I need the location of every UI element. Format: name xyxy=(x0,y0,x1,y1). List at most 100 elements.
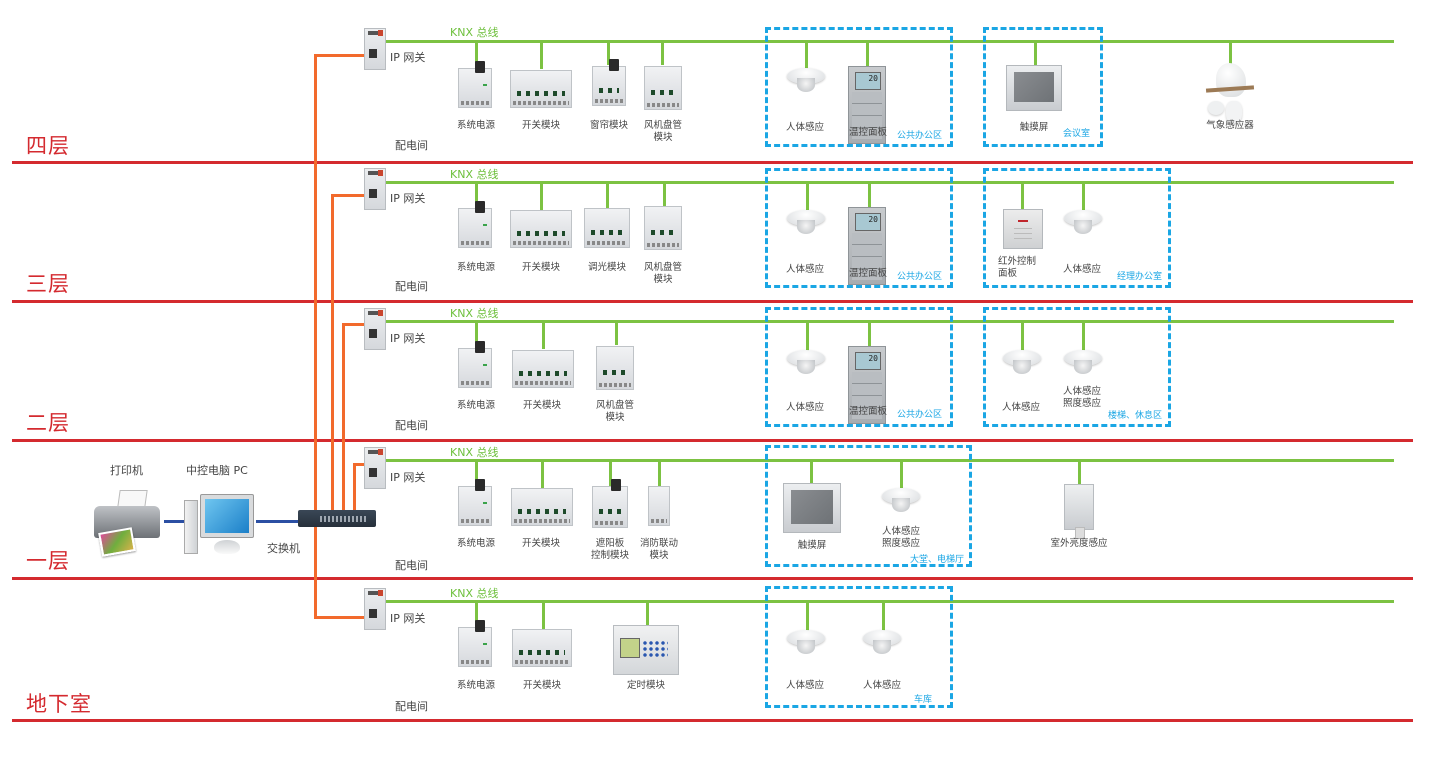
weather-station-icon[interactable] xyxy=(1202,63,1258,125)
device-label: 遮阳板 xyxy=(595,538,625,549)
bus-drop xyxy=(1229,41,1232,65)
switch-label: 交换机 xyxy=(267,542,300,555)
device-label: 系统电源 xyxy=(456,538,495,549)
thermostat-panel-icon[interactable]: 20 xyxy=(848,66,886,144)
touch-screen-icon[interactable] xyxy=(1006,65,1062,111)
motion-sensor-icon[interactable] xyxy=(1003,350,1041,378)
device-label: 窗帘模块 xyxy=(589,120,628,131)
motion-sensor-icon[interactable] xyxy=(1064,210,1102,238)
thermostat-panel-icon[interactable]: 20 xyxy=(848,346,886,424)
bus-drop xyxy=(1082,321,1085,351)
touch-screen-icon[interactable] xyxy=(783,483,841,533)
switch-actuator-icon[interactable] xyxy=(512,629,572,667)
bus-drop xyxy=(540,41,543,69)
ir-control-panel-icon[interactable] xyxy=(1003,209,1043,249)
bus-drop xyxy=(475,460,478,486)
power-supply-module-icon[interactable] xyxy=(458,61,492,108)
bus-drop xyxy=(646,601,649,625)
device-label: 温控面板 xyxy=(848,268,887,279)
device-label: 人体感应 xyxy=(1062,264,1101,275)
ethernet-trunk-4f-b xyxy=(314,54,317,618)
bus-drop xyxy=(810,460,813,484)
device-label: 定时模块 xyxy=(626,680,665,691)
sunshade-module-icon[interactable] xyxy=(592,479,628,528)
motion-sensor-icon[interactable] xyxy=(863,630,901,658)
device-label: 调光模块 xyxy=(587,262,626,273)
floor-divider-basement xyxy=(12,719,1413,722)
zone-box xyxy=(765,168,953,288)
device-label: 开关模块 xyxy=(522,680,561,691)
power-supply-module-icon[interactable] xyxy=(458,201,492,248)
floor-divider-1f xyxy=(12,577,1413,580)
zone-name: 经理办公室 xyxy=(1117,272,1163,282)
curtain-module-icon[interactable] xyxy=(592,59,626,106)
zone-box xyxy=(765,445,972,567)
ip-gateway-icon[interactable] xyxy=(364,28,386,70)
device-label: 人体感应 xyxy=(785,402,824,413)
zone-box xyxy=(983,27,1103,147)
network-switch-icon[interactable] xyxy=(298,510,376,527)
ethernet-link-3f xyxy=(331,194,364,197)
ip-gateway-icon[interactable] xyxy=(364,588,386,630)
device-label: 模块 xyxy=(649,550,669,561)
device-label: 系统电源 xyxy=(456,680,495,691)
device-label: 人体感应 xyxy=(1001,402,1040,413)
fire-linkage-module-icon[interactable] xyxy=(648,486,670,526)
bus-drop xyxy=(541,460,544,488)
bus-drop xyxy=(606,182,609,208)
device-label: 开关模块 xyxy=(522,400,561,411)
motion-sensor-icon[interactable] xyxy=(787,210,825,238)
thermostat-display: 20 xyxy=(868,74,878,83)
ethernet-link-basement xyxy=(314,616,364,619)
device-label: 开关模块 xyxy=(521,262,560,273)
thermostat-panel-icon[interactable]: 20 xyxy=(848,207,886,285)
switch-actuator-icon[interactable] xyxy=(510,210,572,248)
fan-coil-module-icon[interactable] xyxy=(596,346,634,390)
ip-gateway-icon[interactable] xyxy=(364,308,386,350)
bus-drop xyxy=(542,321,545,349)
zone-box xyxy=(765,586,953,708)
desktop-computer-icon[interactable] xyxy=(184,494,254,560)
motion-light-sensor-icon[interactable] xyxy=(1064,350,1102,378)
bus-drop xyxy=(607,41,610,65)
device-label: 气象感应器 xyxy=(1206,120,1254,131)
pc-switch-cable xyxy=(256,520,300,523)
ethernet-trunk-3f xyxy=(331,194,334,512)
motion-sensor-icon[interactable] xyxy=(787,350,825,378)
power-supply-module-icon[interactable] xyxy=(458,620,492,667)
ip-gateway-icon[interactable] xyxy=(364,447,386,489)
thermostat-display: 20 xyxy=(868,215,878,224)
printer-pc-cable xyxy=(164,520,186,523)
device-label: 风机盘管 xyxy=(643,120,682,131)
ethernet-link-4f xyxy=(314,54,364,57)
ip-gateway-icon[interactable] xyxy=(364,168,386,210)
fan-coil-module-icon[interactable] xyxy=(644,66,682,110)
bus-drop xyxy=(806,321,809,351)
motion-light-sensor-icon[interactable] xyxy=(882,488,920,516)
motion-sensor-icon[interactable] xyxy=(787,630,825,658)
knx-bus-label-4f: KNX 总线 xyxy=(450,26,499,39)
zone-box xyxy=(983,168,1171,288)
printer-icon[interactable] xyxy=(92,490,164,557)
switch-actuator-icon[interactable] xyxy=(512,350,574,388)
switch-actuator-icon[interactable] xyxy=(510,70,572,108)
fan-coil-module-icon[interactable] xyxy=(644,206,682,250)
timer-module-icon[interactable] xyxy=(613,625,679,675)
knx-bus-label-3f: KNX 总线 xyxy=(450,168,499,181)
motion-sensor-icon[interactable] xyxy=(787,68,825,96)
power-supply-module-icon[interactable] xyxy=(458,341,492,388)
device-label: 触摸屏 xyxy=(1019,122,1049,133)
device-label: 风机盘管 xyxy=(643,262,682,273)
outdoor-light-sensor-icon[interactable] xyxy=(1064,484,1094,539)
bus-drop xyxy=(1078,460,1081,484)
room-label-3f: 配电间 xyxy=(395,280,428,293)
knx-bus-label-1f: KNX 总线 xyxy=(450,446,499,459)
power-supply-module-icon[interactable] xyxy=(458,479,492,526)
bus-drop xyxy=(805,41,808,69)
ethernet-trunk-1f xyxy=(353,463,356,512)
room-label-4f: 配电间 xyxy=(395,139,428,152)
ip-gateway-label-1f: IP 网关 xyxy=(390,471,426,484)
dimmer-module-icon[interactable] xyxy=(584,208,630,248)
switch-actuator-icon[interactable] xyxy=(511,488,573,526)
